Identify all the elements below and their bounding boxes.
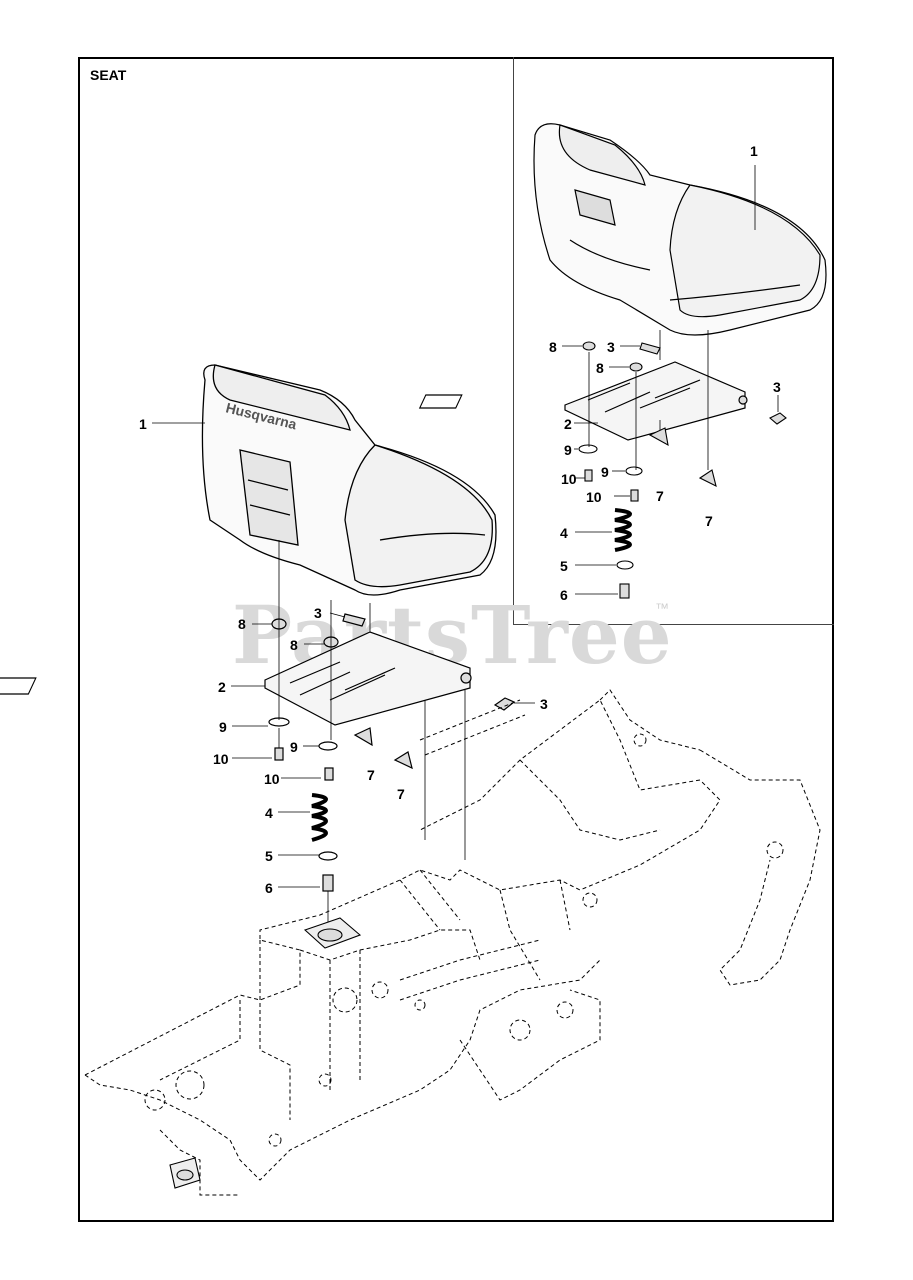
callout-inset-8a: 8 bbox=[549, 339, 557, 355]
callout-main-2: 2 bbox=[218, 679, 226, 695]
callout-inset-9a: 9 bbox=[564, 442, 572, 458]
callout-main-10b: 10 bbox=[264, 771, 280, 787]
main-seat: Husqvarna bbox=[201, 364, 497, 596]
inset-leader-lines bbox=[562, 165, 779, 595]
callout-inset-3b: 3 bbox=[773, 379, 781, 395]
callout-inset-2: 2 bbox=[564, 416, 572, 432]
callout-inset-6: 6 bbox=[560, 587, 568, 603]
callout-inset-8b: 8 bbox=[596, 360, 604, 376]
callout-main-8a: 8 bbox=[238, 616, 246, 632]
inset-seat bbox=[533, 123, 827, 336]
callout-inset-7b: 7 bbox=[705, 513, 713, 529]
inset-hardware bbox=[578, 341, 787, 599]
frame-solid-parts bbox=[169, 917, 362, 1189]
callout-inset-1: 1 bbox=[750, 143, 758, 159]
callout-main-5: 5 bbox=[265, 848, 273, 864]
callout-inset-10a: 10 bbox=[561, 471, 577, 487]
mower-frame bbox=[84, 689, 821, 1196]
callout-main-3a: 3 bbox=[314, 605, 322, 621]
diagram-title: SEAT bbox=[90, 67, 127, 83]
callout-main-3b: 3 bbox=[540, 696, 548, 712]
callout-inset-3a: 3 bbox=[607, 339, 615, 355]
main-hardware bbox=[268, 613, 516, 892]
watermark-trademark: ™ bbox=[655, 600, 669, 616]
inset-view-frame bbox=[513, 57, 834, 625]
callout-main-7a: 7 bbox=[367, 767, 375, 783]
callout-main-8b: 8 bbox=[290, 637, 298, 653]
callout-main-10a: 10 bbox=[213, 751, 229, 767]
callout-main-9a: 9 bbox=[219, 719, 227, 735]
callout-inset-7a: 7 bbox=[656, 488, 664, 504]
callout-main-4: 4 bbox=[265, 805, 273, 821]
callout-main-7b: 7 bbox=[397, 786, 405, 802]
main-seat-plate bbox=[0, 631, 472, 726]
callout-inset-9b: 9 bbox=[601, 464, 609, 480]
callout-inset-10b: 10 bbox=[586, 489, 602, 505]
callout-inset-4: 4 bbox=[560, 525, 568, 541]
inset-seat-plate bbox=[418, 361, 748, 441]
main-leader-lines bbox=[152, 422, 535, 935]
callout-main-9b: 9 bbox=[290, 739, 298, 755]
callout-main-6: 6 bbox=[265, 880, 273, 896]
diagram-frame bbox=[78, 57, 834, 1222]
callout-main-1: 1 bbox=[139, 416, 147, 432]
callout-inset-5: 5 bbox=[560, 558, 568, 574]
